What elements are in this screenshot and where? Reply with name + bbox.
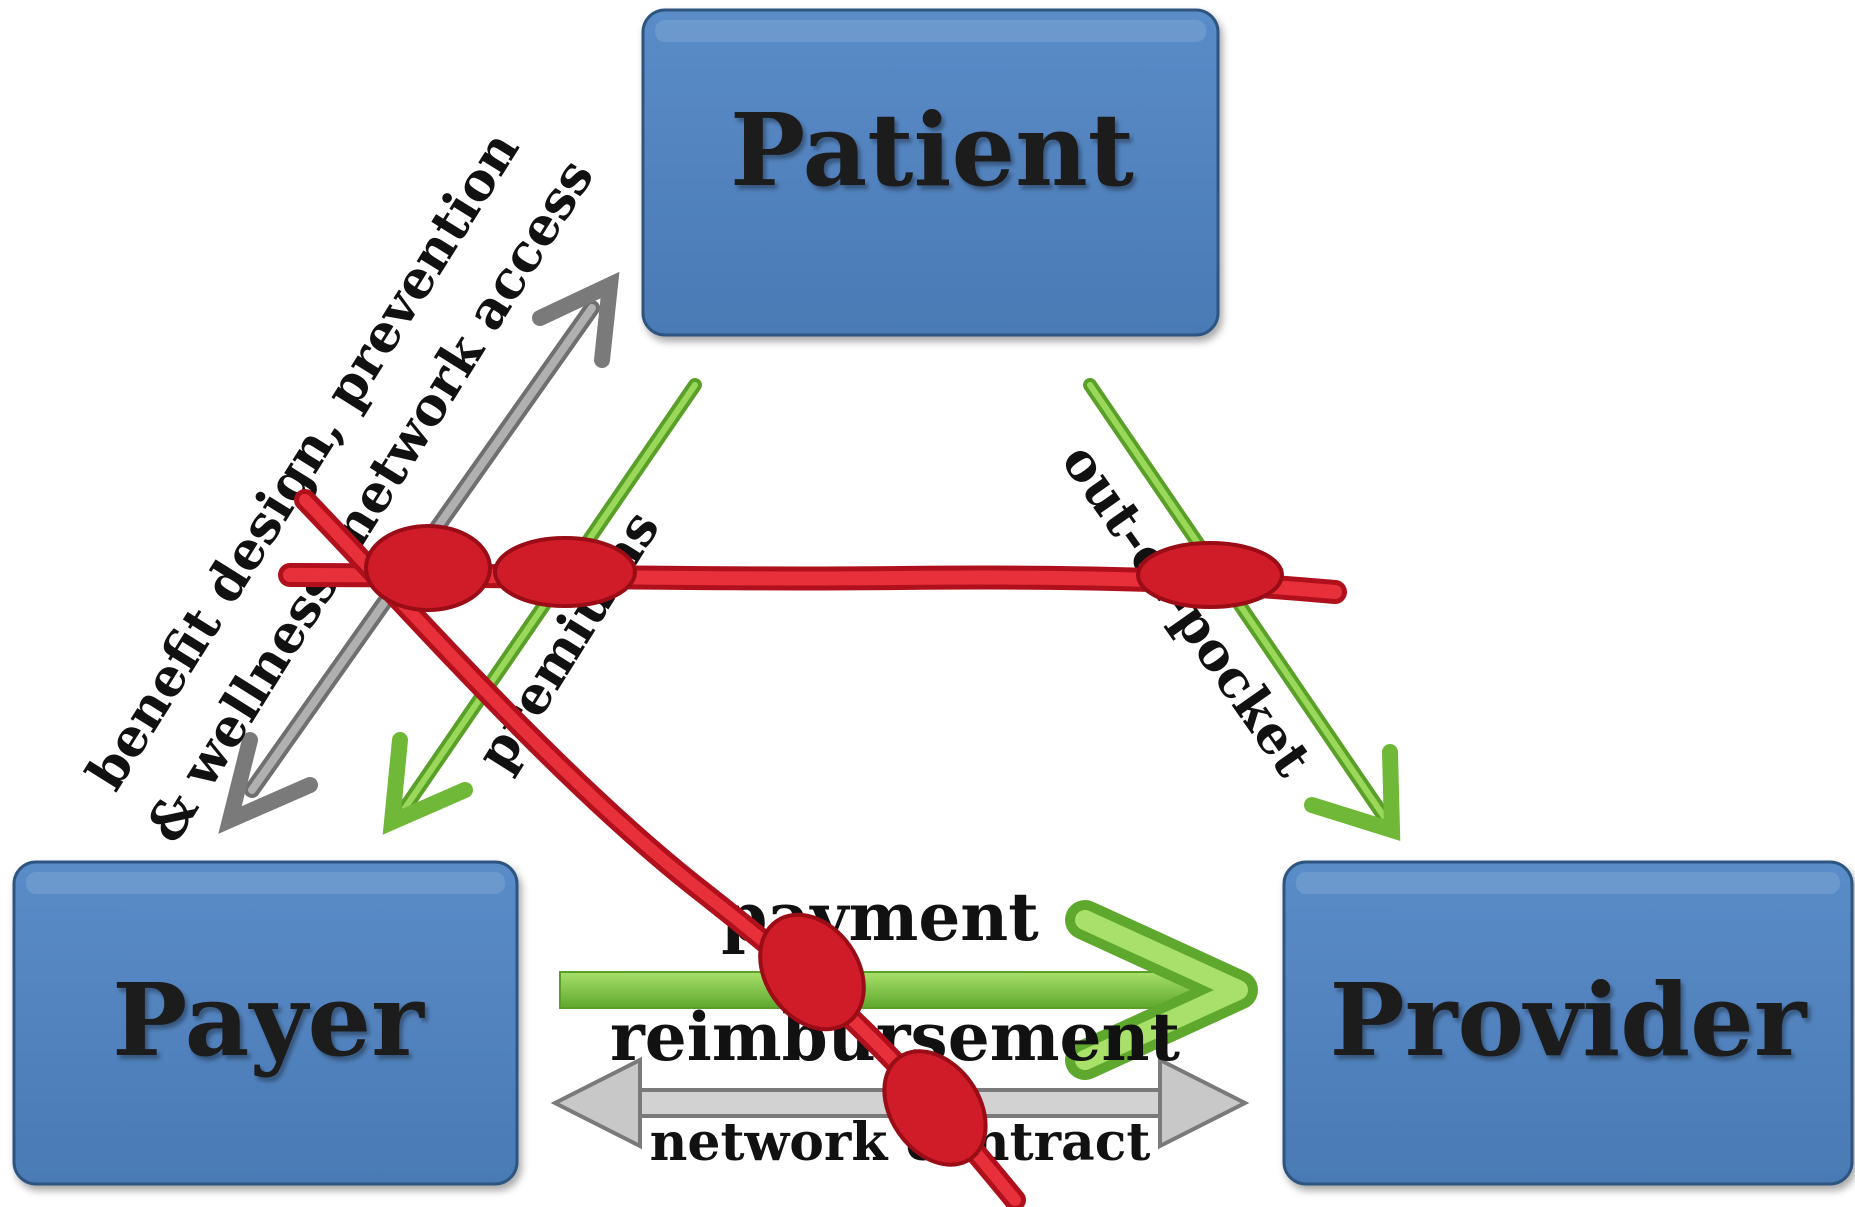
patient-label: Patient: [730, 91, 1134, 209]
benefit-design-label: benefit design, prevention: [75, 121, 531, 801]
out-of-pocket-label: out-of-pocket: [1049, 432, 1323, 787]
provider-node: Provider: [1282, 860, 1854, 1186]
patient-node: Patient: [641, 8, 1220, 337]
rope-knot: [493, 536, 637, 608]
payer-label: Payer: [112, 961, 425, 1079]
rope-knot: [882, 1049, 988, 1167]
payer-node: Payer: [12, 860, 519, 1186]
rope-knot: [1136, 541, 1284, 609]
payment-reimbursement-arrow: [559, 900, 1258, 1080]
rope-knot: [364, 524, 492, 612]
rope-knot: [758, 912, 866, 1032]
tangled-red-rope: [278, 489, 1347, 1207]
out-of-pocket-arrow: [1083, 378, 1401, 841]
provider-label: Provider: [1330, 961, 1808, 1079]
